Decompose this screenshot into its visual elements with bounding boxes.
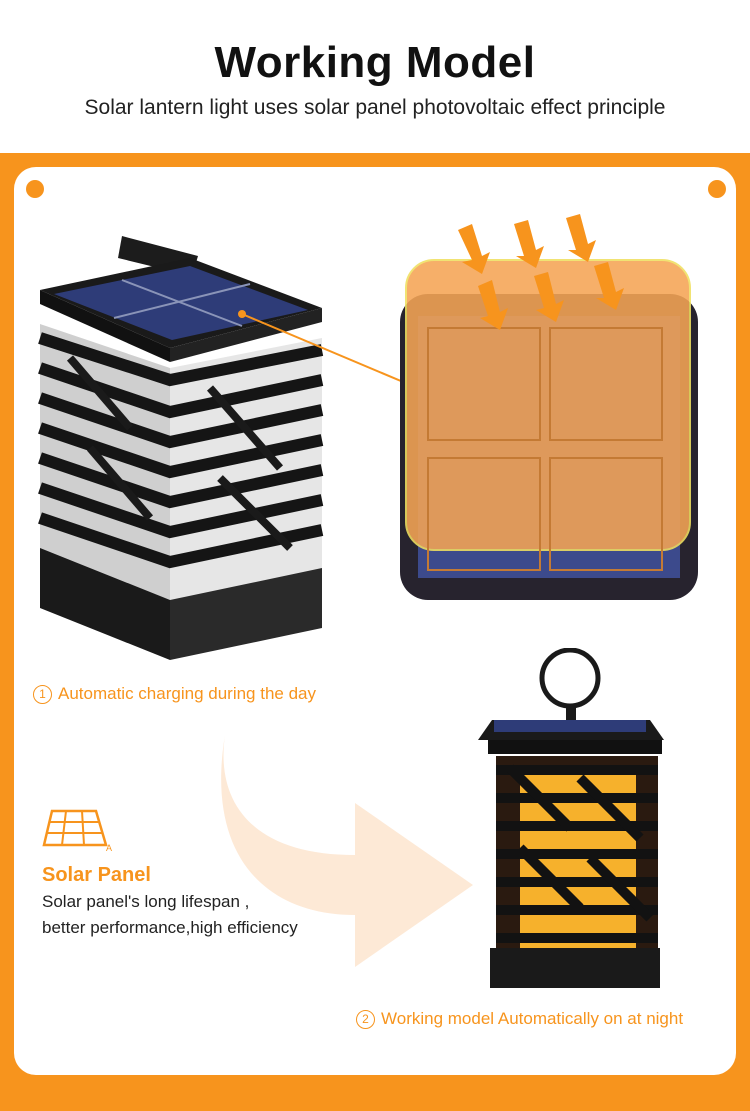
solar-panel-icon: A [42, 809, 112, 853]
svg-text:A: A [106, 843, 112, 853]
feature-title: Solar Panel [42, 864, 151, 886]
corner-dot-left [26, 180, 44, 198]
page-title: Working Model [214, 38, 536, 87]
feature-line-1: Solar panel's long lifespan , [42, 892, 250, 911]
page-subtitle: Solar lantern light uses solar panel pho… [84, 96, 666, 119]
solar-panel-closeup [400, 214, 698, 600]
step-2-number: 2 [356, 1010, 375, 1029]
lantern-night-image [478, 648, 664, 988]
step-1-text: Automatic charging during the day [58, 684, 316, 703]
lantern-day-image [38, 236, 324, 660]
step-1-caption: 1 Automatic charging during the day [33, 684, 316, 704]
step-1-number: 1 [33, 685, 52, 704]
curved-arrow [221, 735, 473, 967]
corner-dot-right [708, 180, 726, 198]
pointer-line [238, 310, 409, 385]
step-2-text: Working model Automatically on at night [381, 1009, 684, 1028]
feature-line-2: better performance,high efficiency [42, 918, 298, 937]
step-2-caption: 2 Working model Automatically on at night [356, 1009, 683, 1029]
